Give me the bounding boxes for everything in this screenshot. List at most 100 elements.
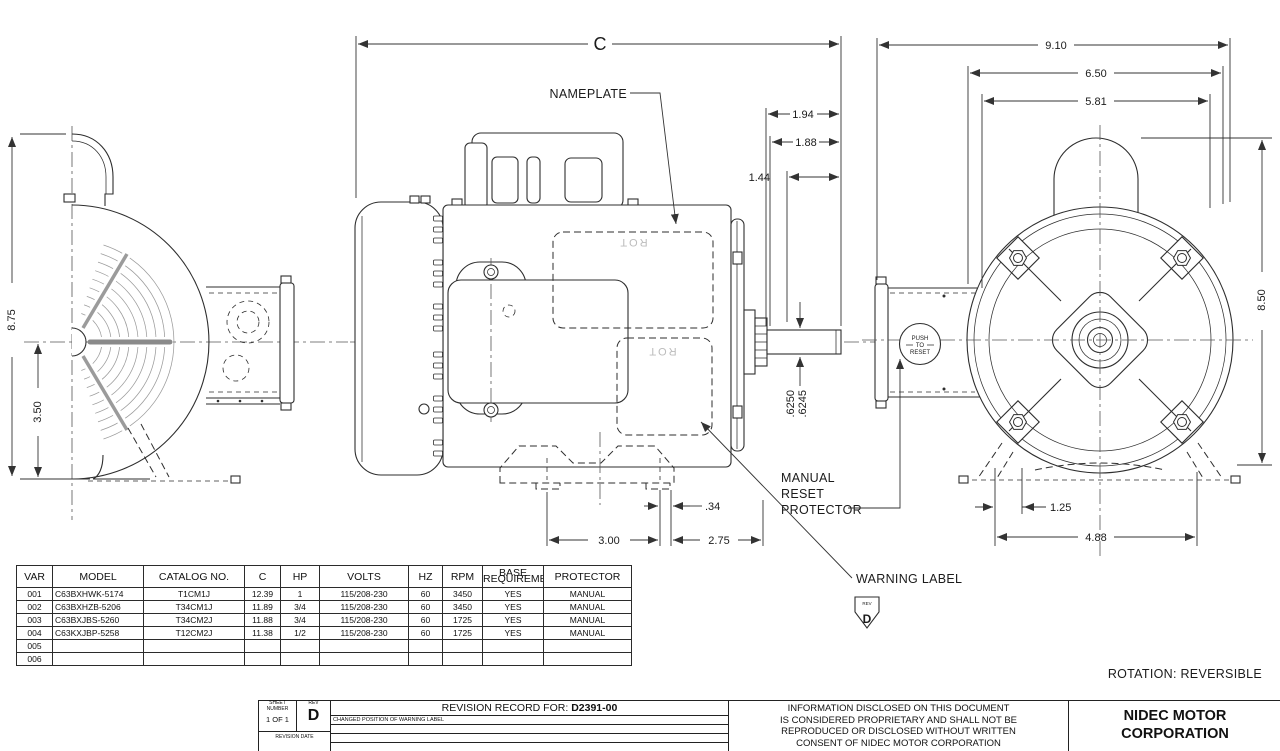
- dim-foot-span: 4.88: [997, 472, 1198, 546]
- col-header-model: MODEL: [52, 565, 144, 588]
- dim-shaft-diameter: .6250 .6245: [785, 302, 809, 418]
- nameplate-ghost-text: ROT: [618, 236, 647, 248]
- svg-text:RESET: RESET: [781, 487, 824, 501]
- svg-text:5.81: 5.81: [1085, 96, 1106, 108]
- revision-record-row: [331, 743, 728, 751]
- col-header-volts: VOLTS: [319, 565, 409, 588]
- svg-text:2.75: 2.75: [708, 535, 729, 547]
- col-header-c: C: [244, 565, 281, 588]
- col-header-base-requirement: BASE REQUIREMENT: [482, 565, 544, 588]
- fan-spokes: [79, 251, 173, 433]
- revision-record-row: [331, 734, 728, 743]
- svg-text:8.50: 8.50: [1256, 289, 1268, 310]
- front-view-protector-box: [874, 276, 985, 409]
- dim-base-group: 3.00 2.75 .34: [546, 490, 764, 547]
- company-name: NIDEC MOTOR CORPORATION: [1121, 708, 1229, 742]
- sheet-number-value: 1 OF 1: [266, 715, 289, 724]
- col-header-protector: PROTECTOR: [543, 565, 632, 588]
- fan-hub: [71, 327, 87, 357]
- revision-record-row: [331, 725, 728, 734]
- table-row: 006: [16, 652, 632, 666]
- knockout-small: [222, 354, 250, 382]
- box-opening-2: [526, 156, 541, 204]
- svg-text:RESET: RESET: [910, 350, 930, 356]
- svg-text:1.25: 1.25: [1050, 502, 1071, 514]
- warning-ghost-text: ROT: [647, 345, 676, 357]
- revision-record-cell: REVISION RECORD FOR: D2391-00 CHANGED PO…: [331, 701, 729, 751]
- front-view-shaft-end: PUSH TO RESET 9.10 6.50 5.81: [862, 38, 1272, 681]
- cap-screw: [63, 193, 76, 203]
- manual-reset-callout: MANUAL RESET PROTECTOR: [781, 359, 904, 517]
- dome-cap: [1053, 137, 1139, 220]
- revision-record-title: REVISION RECORD FOR: D2391-00: [331, 701, 728, 716]
- nameplate-label: NAMEPLATE: [550, 87, 628, 101]
- col-header-catalog: CATALOG NO.: [143, 565, 245, 588]
- dim-foot-offset: 1.25: [975, 468, 1071, 546]
- revision-date-cell: REVISION DATE: [259, 732, 331, 751]
- nameplate-outline: [552, 231, 714, 329]
- warning-label-outline: [616, 337, 713, 436]
- svg-text:.34: .34: [705, 501, 720, 513]
- dim-text-8-75: 8.75: [6, 309, 18, 330]
- svg-text:4.88: 4.88: [1085, 532, 1106, 544]
- spec-table-header-row: VAR MODEL CATALOG NO. C HP VOLTS HZ RPM …: [16, 565, 632, 588]
- left-view-conduit-box: [206, 275, 295, 411]
- warning-label-callout: WARNING LABEL: [700, 421, 962, 586]
- nameplate-callout: NAMEPLATE: [550, 87, 679, 225]
- dim-shaft-1: 1.94: [765, 108, 839, 326]
- shaft: [766, 329, 842, 355]
- dim-front-overall-height: 8.50: [1141, 137, 1272, 466]
- dim-text-3-50: 3.50: [32, 401, 44, 422]
- dim-text-c: C: [594, 34, 607, 54]
- box-opening-3: [564, 157, 603, 203]
- sheet-number-cell: SHEET NUMBER 1 OF 1: [259, 700, 297, 732]
- rotation-note: ROTATION: REVERSIBLE: [1108, 667, 1262, 681]
- svg-text:.6250: .6250: [785, 390, 797, 418]
- col-header-hz: HZ: [408, 565, 443, 588]
- svg-text:PUSH: PUSH: [912, 336, 929, 342]
- col-header-rpm: RPM: [442, 565, 483, 588]
- svg-text:.6245: .6245: [797, 390, 809, 418]
- svg-text:TO: TO: [916, 343, 925, 349]
- dim-front-overall-width: 9.10: [876, 38, 1231, 280]
- spec-table: VAR MODEL CATALOG NO. C HP VOLTS HZ RPM …: [16, 565, 632, 666]
- fan-cover-outline: [71, 204, 210, 480]
- svg-text:MANUAL: MANUAL: [781, 471, 835, 485]
- svg-text:6.50: 6.50: [1085, 68, 1106, 80]
- title-block: SHEET NUMBER 1 OF 1 REV D REVISION DATE …: [258, 700, 1280, 751]
- dim-center-height: 3.50: [32, 344, 44, 477]
- svg-text:3.00: 3.00: [598, 535, 619, 547]
- front-view-feet: [958, 442, 1241, 484]
- knockout-large: [226, 300, 270, 344]
- table-row: 005: [16, 639, 632, 653]
- svg-text:9.10: 9.10: [1045, 40, 1066, 52]
- dim-shaft-3: 1.44: [749, 171, 839, 322]
- svg-text:1.44: 1.44: [749, 172, 770, 184]
- col-header-hp: HP: [280, 565, 320, 588]
- side-view: ROT ROT NAMEPLATE C 1.94 1.88 1.44: [350, 34, 962, 629]
- revision-cell: REV D: [297, 700, 331, 732]
- dim-overall-height: 8.75: [6, 133, 90, 480]
- dim-overall-length: C: [355, 34, 842, 326]
- dim-shaft-2: 1.88: [769, 136, 839, 326]
- side-view-fan-cover: [354, 195, 444, 476]
- dim-front-width-mid: 6.50: [967, 66, 1224, 284]
- side-view-base: [499, 432, 675, 505]
- svg-text:PROTECTOR: PROTECTOR: [781, 503, 862, 517]
- revision-flag: REV D: [854, 596, 880, 629]
- svg-text:1.94: 1.94: [792, 109, 813, 121]
- box-opening-1: [491, 156, 519, 204]
- protector-cover: [447, 258, 629, 422]
- drawing-number: D2391-00: [571, 702, 618, 714]
- left-view-feet: [88, 423, 241, 484]
- col-header-var: VAR: [16, 565, 53, 588]
- proprietary-notice: INFORMATION DISCLOSED ON THIS DOCUMENT I…: [729, 701, 1069, 751]
- left-view-fan-end: 8.75 3.50: [6, 126, 348, 520]
- svg-text:D: D: [863, 612, 872, 626]
- svg-text:1.88: 1.88: [795, 137, 816, 149]
